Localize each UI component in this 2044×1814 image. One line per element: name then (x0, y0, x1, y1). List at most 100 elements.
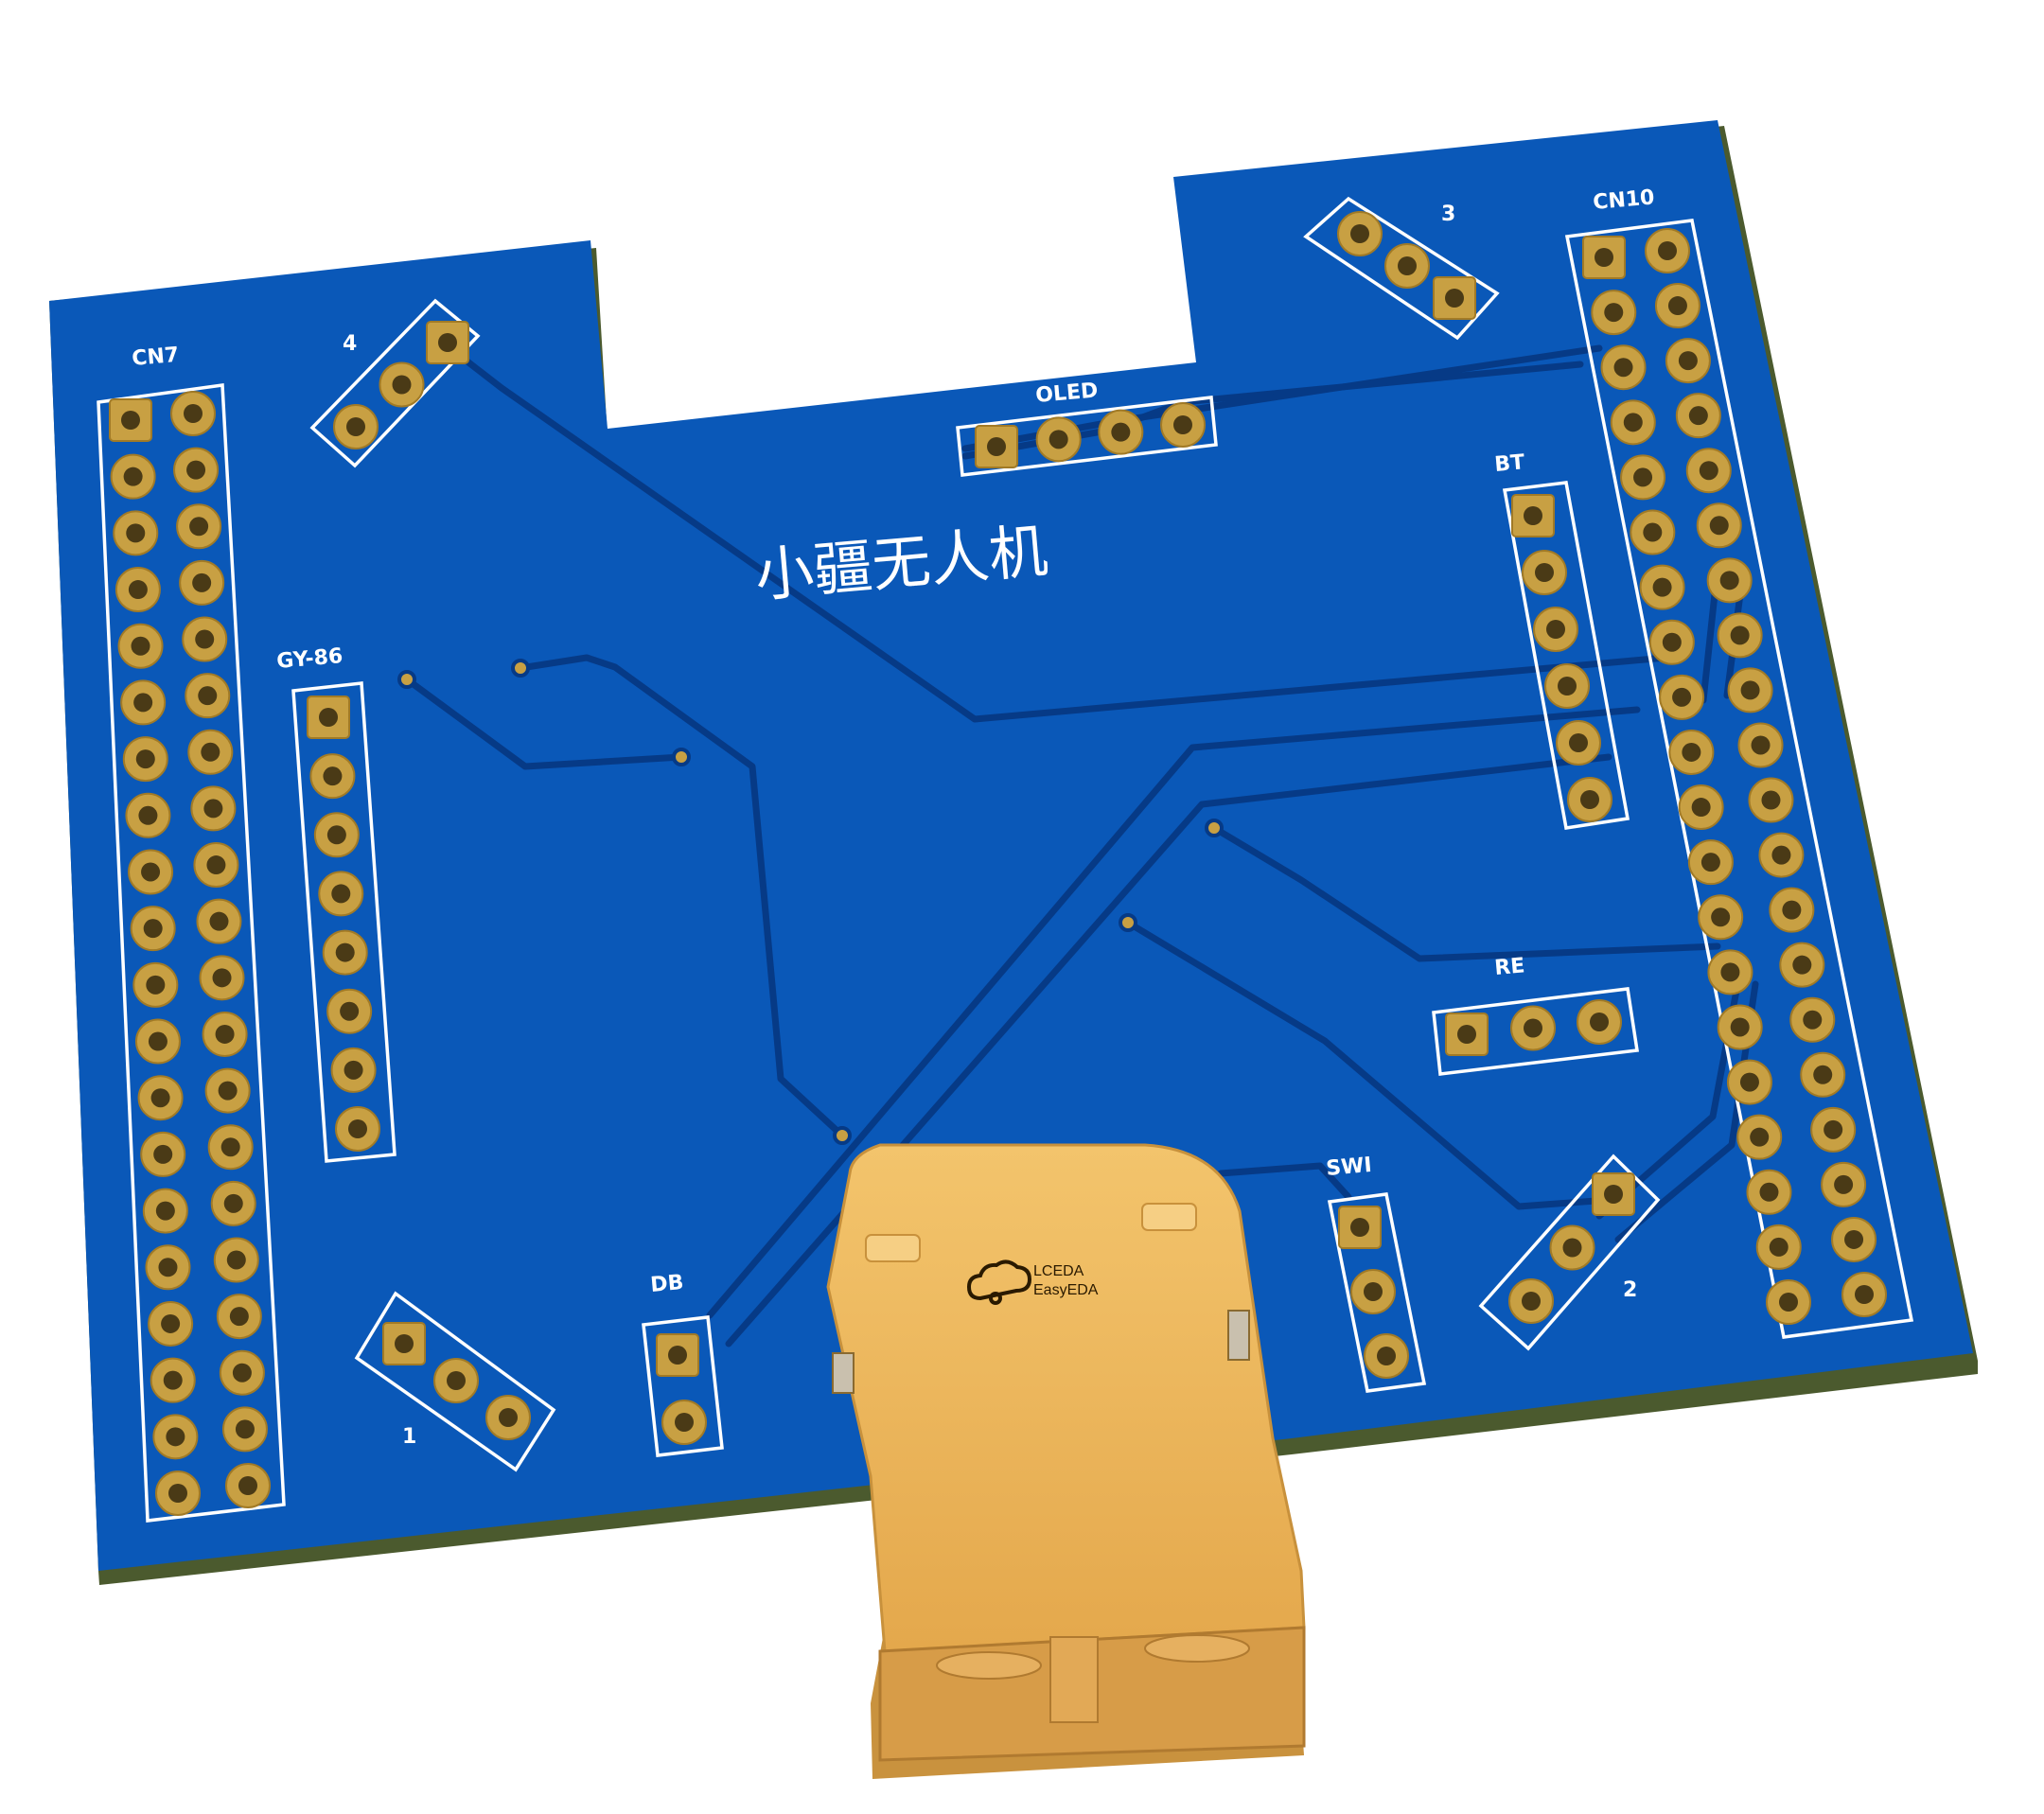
logo-line1: LCEDA (1033, 1263, 1084, 1279)
cn7-pad (221, 1406, 268, 1453)
cn10-pad (1610, 399, 1656, 446)
bt-outline (1502, 481, 1630, 830)
cn10-pad (1779, 942, 1825, 988)
pcb-board (49, 120, 1973, 1571)
gy86-pad (318, 871, 364, 917)
swi-outline (1327, 1192, 1427, 1393)
label-cn7: CN7 (131, 343, 180, 371)
cn10-pad (1665, 338, 1711, 384)
cn10-pad (1726, 1059, 1772, 1105)
cn10-pad (1696, 502, 1742, 549)
cn7-pad (213, 1237, 259, 1283)
m1-pad (485, 1395, 531, 1440)
vias (397, 659, 1224, 1145)
cn10-pad (1789, 996, 1836, 1043)
bt-pad (1544, 663, 1590, 709)
cn7-pad (150, 1357, 196, 1403)
pads (109, 211, 1887, 1516)
gy86-pad (313, 812, 360, 858)
cn7-pad (152, 1414, 199, 1460)
cn10-pad (1582, 236, 1626, 279)
m1-pad (433, 1358, 479, 1403)
label-gy86: GY-86 (275, 644, 344, 674)
cn10-pad (1841, 1272, 1887, 1317)
oled-pad (1035, 416, 1082, 463)
label-1: 1 (402, 1425, 416, 1449)
cn10-pad (1668, 729, 1715, 775)
m3-pad (1384, 243, 1430, 289)
cn10-pad (1648, 619, 1695, 665)
label-bt: BT (1493, 450, 1525, 477)
cn7-pad (176, 503, 222, 550)
re-pad (1510, 1005, 1556, 1051)
cn10-pad (1706, 557, 1753, 604)
cn7-pad (110, 453, 156, 500)
cn10-pad (1659, 674, 1705, 720)
m2-pad (1508, 1278, 1554, 1324)
gy86-pad (309, 753, 356, 800)
cn10-pad (1717, 1004, 1763, 1050)
re-outline (1432, 987, 1640, 1076)
cn7-pad (130, 906, 176, 952)
cn7-pad (117, 623, 164, 669)
cn7-pad (190, 785, 237, 832)
oled-pad (975, 425, 1018, 468)
cn7-pad (219, 1349, 265, 1396)
gy86-pad (330, 1047, 377, 1093)
cn10-pad (1758, 832, 1805, 878)
logo-line2: EasyEDA (1033, 1282, 1099, 1298)
bt-pad (1533, 607, 1578, 652)
cn7-pad (132, 961, 179, 1008)
cn7-pad (207, 1124, 254, 1171)
cn7-pad (187, 729, 234, 775)
cn7-pad (109, 398, 152, 442)
cn7-outline (97, 383, 286, 1523)
m3-pad (1433, 276, 1476, 320)
label-4: 4 (343, 332, 357, 356)
m1-pad (382, 1322, 426, 1365)
label-swi: SWI (1325, 1154, 1372, 1181)
cn10-pad (1746, 1169, 1792, 1215)
cn10-pad (1737, 722, 1784, 768)
bt-pad (1556, 720, 1601, 766)
m3-pad (1337, 211, 1383, 256)
xt60-connector: LCEDA EasyEDA (826, 1143, 1306, 1779)
cn10-pad (1821, 1161, 1867, 1207)
cn10-pad (1645, 228, 1690, 273)
label-re: RE (1493, 954, 1525, 980)
re-pad (1445, 1013, 1489, 1056)
cn10-pad (1810, 1106, 1857, 1153)
cn10-pad (1707, 949, 1753, 995)
cn7-pad (193, 842, 239, 889)
cn10-pad (1654, 283, 1700, 329)
gy86-outline (291, 681, 396, 1163)
label-oled: OLED (1034, 379, 1099, 408)
cn7-pad (115, 567, 161, 613)
bt-pad (1522, 550, 1567, 595)
gy86-pad (335, 1106, 380, 1152)
label-db: DB (649, 1271, 684, 1297)
cn7-pad (122, 736, 168, 783)
cn10-pad (1736, 1114, 1783, 1160)
gy86-pad (326, 988, 373, 1034)
swi-pad (1338, 1206, 1382, 1249)
cn7-pad (216, 1294, 262, 1340)
cn10-pad (1639, 564, 1685, 610)
cn10-pad (1630, 509, 1676, 555)
label-3: 3 (1441, 203, 1455, 226)
oled-outline (956, 396, 1218, 477)
cn10-pad (1620, 454, 1666, 501)
cn7-pad (173, 447, 220, 493)
cn7-pad (225, 1463, 271, 1508)
gy86-pad (307, 696, 350, 739)
m2-pad (1592, 1172, 1635, 1216)
cn7-pad (199, 955, 245, 1001)
m4-pad (426, 321, 469, 364)
cn10-pad (1687, 839, 1734, 886)
m2-pad (1549, 1224, 1595, 1271)
cloud-icon (966, 1259, 1032, 1305)
cn10-pad (1766, 1279, 1811, 1325)
cn10-pad (1717, 612, 1763, 659)
swi-pad (1364, 1333, 1409, 1379)
